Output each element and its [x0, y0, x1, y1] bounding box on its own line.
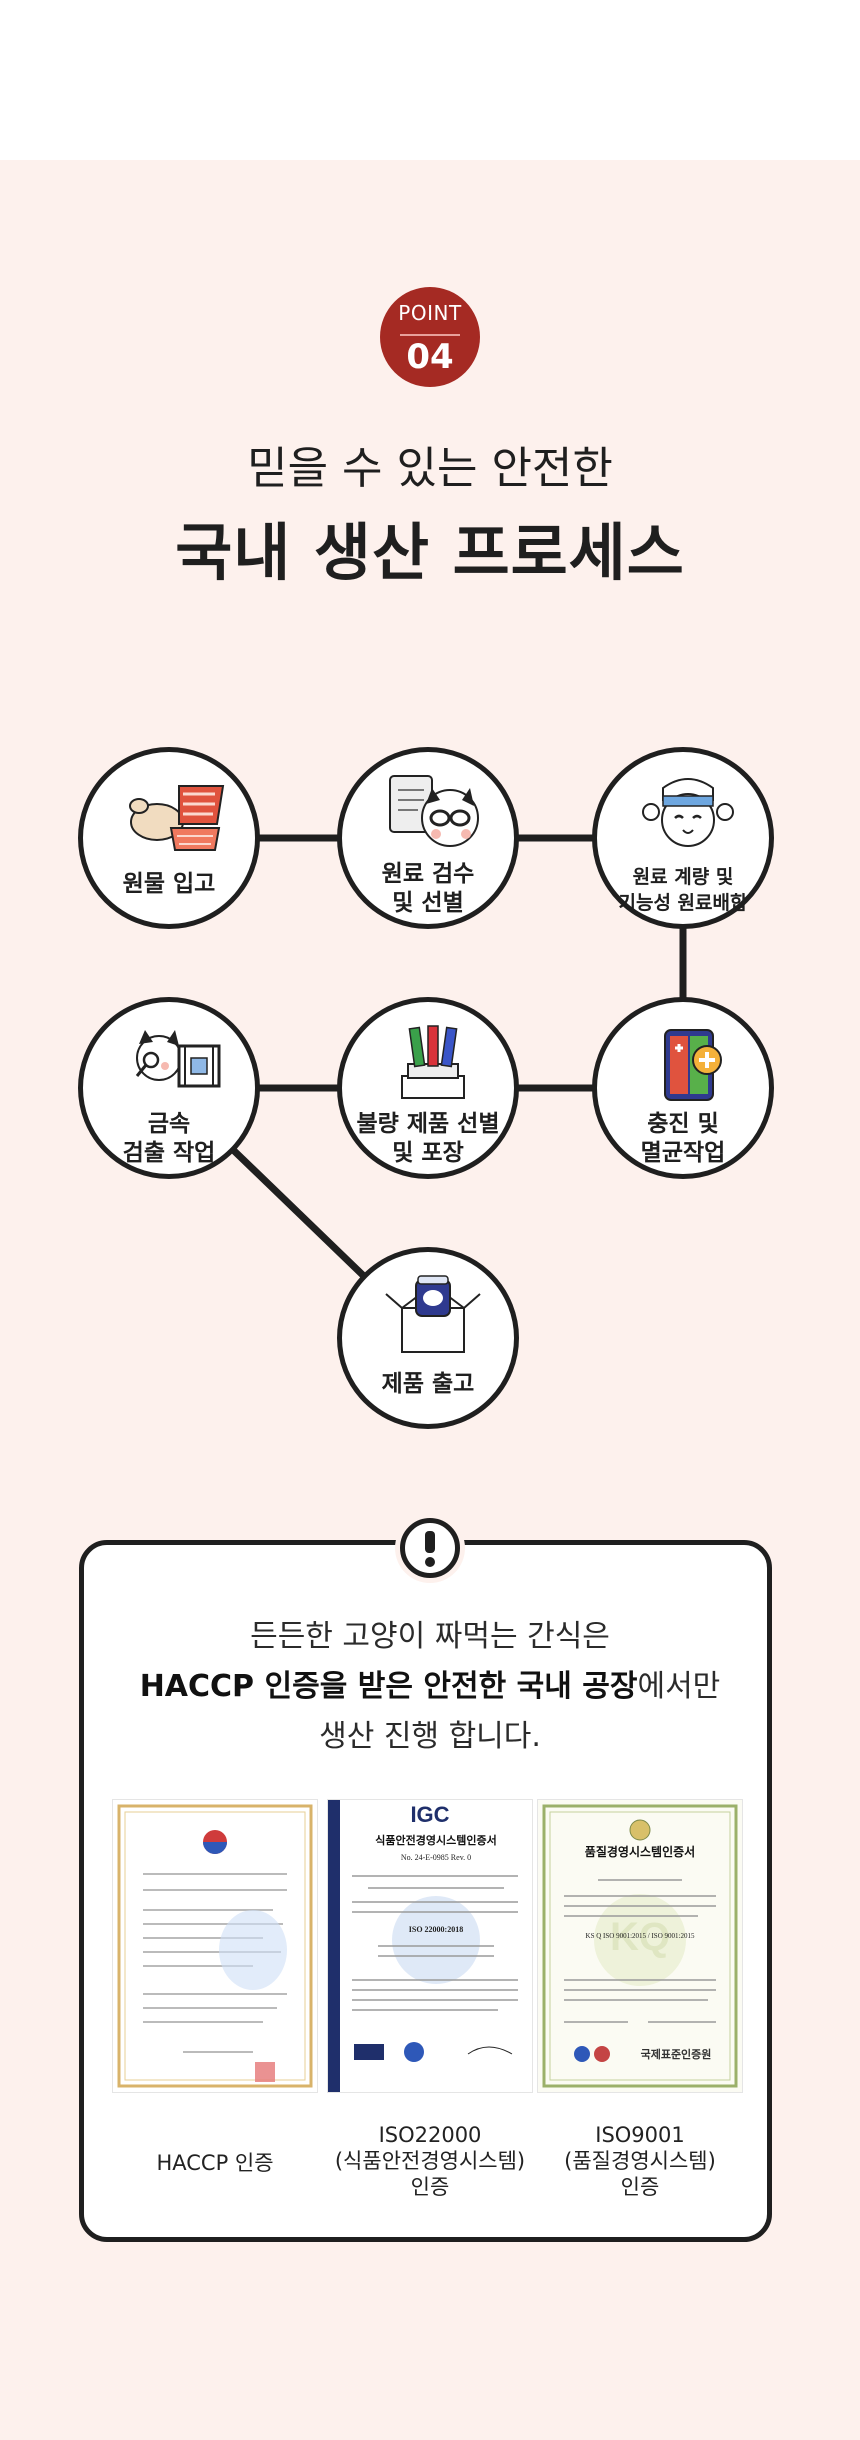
metal-detection-icon — [135, 1030, 221, 1088]
step-label: 원물 입고 — [122, 871, 216, 897]
iso22000-title: 식품안전경영시스템인증서 — [375, 1833, 496, 1847]
process-step-inspection: 원료 검수 및 선별 — [337, 747, 519, 929]
top-white-band — [0, 0, 860, 160]
point-number: 04 — [406, 337, 454, 377]
weighing-icon — [642, 778, 734, 847]
iso9001-issuer: 국제표준인증원 — [641, 2047, 712, 2061]
svg-text:KQ: KQ — [610, 1915, 670, 1959]
process-step-sterilization: 충진 및 멸균작업 — [592, 997, 774, 1179]
process-step-metal-detection: 금속 검출 작업 — [78, 997, 260, 1179]
certificate-iso22000: IGC 식품안전경영시스템인증서 No. 24-E-0985 Rev. 0 IS… — [328, 1800, 532, 2092]
step-label: 제품 출고 — [381, 1371, 475, 1397]
process-step-shipping: 제품 출고 — [337, 1247, 519, 1429]
iso22000-brand: IGC — [410, 1802, 449, 1827]
packaging-icon — [401, 1025, 465, 1099]
step-label: 불량 제품 선별 및 포장 — [356, 1111, 500, 1166]
sterilization-icon — [664, 1029, 722, 1101]
certificate-haccp — [113, 1800, 317, 2092]
notice-line-2-bold: HACCP 인증을 받은 안전한 국내 공장 — [139, 1669, 638, 1704]
iso22000-number: No. 24-E-0985 Rev. 0 — [401, 1853, 471, 1862]
process-step-weighing: 원료 계량 및 기능성 원료배합 — [592, 747, 774, 929]
caption-haccp: HACCP 인증 — [156, 2151, 274, 2175]
iso9001-certificate-image: 품질경영시스템인증서 KQ KS Q ISO 9001:2015 / ISO 9… — [538, 1800, 742, 2092]
heading-main: 국내 생산 프로세스 — [175, 516, 685, 589]
iso9001-title: 품질경영시스템인증서 — [585, 1844, 695, 1859]
exclamation-icon — [395, 1513, 465, 1583]
caption-iso9001: ISO9001 (품질경영시스템) 인증 — [564, 2123, 716, 2199]
process-step-raw-intake: 원물 입고 — [78, 747, 260, 929]
heading-sub: 믿을 수 있는 안전한 — [247, 443, 613, 494]
notice-line-1: 든든한 고양이 짜먹는 간식은 — [250, 1619, 610, 1654]
step-label: 금속 검출 작업 — [122, 1111, 216, 1166]
step-label: 원료 계량 및 기능성 원료배합 — [618, 866, 748, 914]
certificate-iso9001: 품질경영시스템인증서 KQ KS Q ISO 9001:2015 / ISO 9… — [538, 1800, 742, 2092]
badge-divider — [400, 334, 460, 336]
point-badge: POINT 04 — [380, 287, 480, 387]
notice-line-3: 생산 진행 합니다. — [319, 1719, 541, 1754]
step-label: 원료 검수 및 선별 — [381, 861, 475, 916]
point-label: POINT — [398, 301, 462, 325]
iso22000-standard: ISO 22000:2018 — [409, 1925, 463, 1934]
iso9001-standard: KS Q ISO 9001:2015 / ISO 9001:2015 — [586, 1932, 695, 1940]
shipping-box-icon — [385, 1275, 481, 1353]
process-flow: 원물 입고 원료 검수 및 선별 원료 계량 및 기능성 원료배합 — [0, 730, 860, 1450]
notice-line-2: HACCP 인증을 받은 안전한 국내 공장에서만 — [0, 1662, 860, 1712]
step-label: 충진 및 멸균작업 — [640, 1111, 726, 1166]
haccp-certificate-image — [117, 1804, 313, 2088]
iso22000-certificate-image: IGC 식품안전경영시스템인증서 No. 24-E-0985 Rev. 0 IS… — [328, 1800, 532, 2092]
notice-line-2-rest: 에서만 — [637, 1669, 721, 1704]
raw-materials-icon — [129, 785, 225, 851]
caption-iso22000: ISO22000 (식품안전경영시스템) 인증 — [334, 2123, 526, 2199]
process-step-packaging: 불량 제품 선별 및 포장 — [337, 997, 519, 1179]
notice-text: 든든한 고양이 짜먹는 간식은 HACCP 인증을 받은 안전한 국내 공장에서… — [0, 1612, 860, 1762]
inspection-icon — [389, 775, 479, 847]
